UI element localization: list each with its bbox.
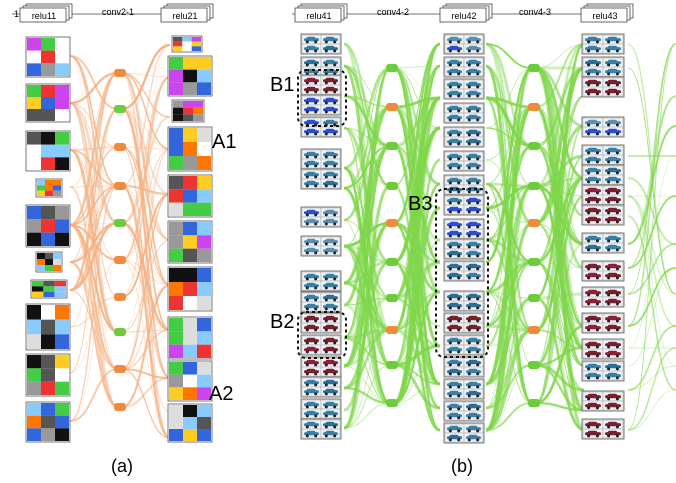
node-a-3 [114,182,126,190]
node-b2-4 [528,219,540,227]
node-b1-5 [386,258,398,266]
node-a-6 [114,293,126,301]
node-b1-6 [386,294,398,302]
node-b2-9 [528,399,540,407]
node-b1-2 [386,142,398,150]
node-a-7 [114,328,126,336]
patches [25,33,625,444]
connection-label-conv4-2: conv4-2 [377,7,409,17]
node-b2-3 [528,182,540,190]
layer-label-relu41: relu41 [306,11,331,21]
tag-label-a: 1 [14,9,19,19]
node-a-5 [114,256,126,264]
node-b2-2 [528,142,540,150]
annotation-b1: B1 [270,74,294,96]
node-b1-0 [386,64,398,72]
node-a-9 [114,403,126,411]
node-b1-1 [386,103,398,111]
header-tab-relu11 [19,7,67,23]
annotation-b2: B2 [270,311,294,333]
annotation-a1: A1 [212,131,236,153]
node-b1-7 [386,326,398,334]
header-tab-relu43 [580,7,628,23]
node-b2-8 [528,361,540,369]
nodes [114,64,540,411]
node-a-2 [114,143,126,151]
layer-label-relu42: relu42 [451,11,476,21]
node-b2-5 [528,258,540,266]
node-b1-9 [386,399,398,407]
node-a-4 [114,219,126,227]
layer-label-relu43: relu43 [592,11,617,21]
edges-a [69,43,171,440]
node-b2-0 [528,64,540,72]
node-a-8 [114,365,126,373]
layer-label-relu21: relu21 [172,11,197,21]
layer-label-relu11: relu11 [32,11,56,21]
annotation-a2: A2 [209,383,233,405]
node-b2-7 [528,326,540,334]
node-a-0 [114,69,126,77]
node-b1-3 [386,182,398,190]
header-tab-relu42 [439,7,487,23]
caption-a: (a) [111,456,133,476]
node-b2-6 [528,294,540,302]
highlight-box-b2 [297,311,347,359]
annotation-b3: B3 [408,193,432,215]
header-tab-relu21 [160,7,208,23]
caption-b: (b) [451,456,473,476]
edges-b [343,42,676,432]
headers [12,3,634,23]
highlight-box-b3 [435,188,489,358]
node-b1-8 [386,361,398,369]
connection-label-conv4-3: conv4-3 [519,7,551,17]
node-b2-1 [528,103,540,111]
node-b1-4 [386,219,398,227]
node-a-1 [114,105,126,113]
header-tab-relu41 [294,7,342,23]
connection-label-conv2-1: conv2-1 [102,7,134,17]
